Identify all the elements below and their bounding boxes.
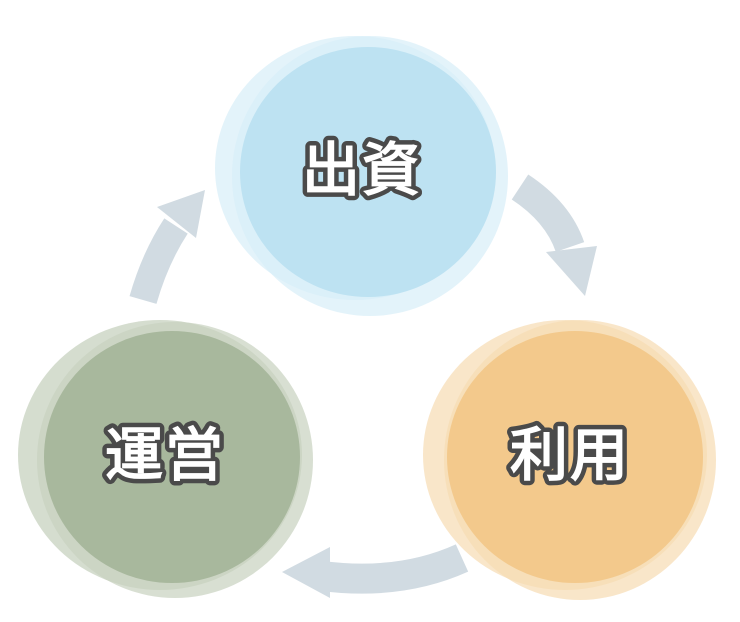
node-operation: 運営 — [18, 320, 313, 598]
node-usage: 利用 — [423, 320, 716, 600]
node-usage-label: 利用 — [510, 421, 630, 489]
arrow-top-to-right — [511, 174, 597, 296]
arrow-left-to-top — [129, 190, 205, 304]
arrow-right-to-left — [282, 544, 469, 598]
node-investment: 出資 — [215, 36, 508, 316]
node-operation-label: 運営 — [105, 421, 225, 489]
node-investment-label: 出資 — [302, 136, 422, 204]
